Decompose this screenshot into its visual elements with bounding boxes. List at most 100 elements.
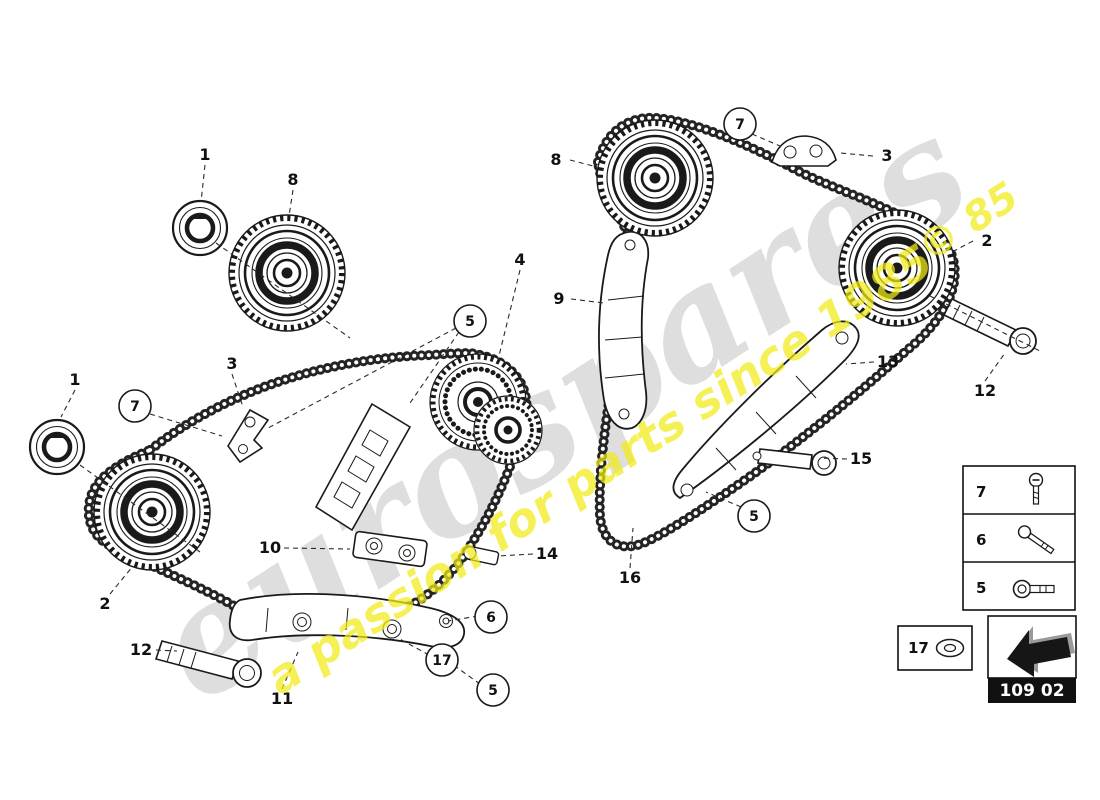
callouts-layer: 7 5 7 5 6 17 5 bbox=[118, 107, 771, 707]
part-label-9[interactable]: 9 bbox=[553, 289, 564, 308]
part-label-11[interactable]: 11 bbox=[271, 689, 293, 708]
direction-arrow-icon bbox=[1007, 630, 1071, 677]
callout-7-top[interactable]: 7 bbox=[723, 107, 757, 141]
guide-rail-11 bbox=[228, 593, 465, 649]
part-label-3-left[interactable]: 3 bbox=[226, 354, 237, 373]
part-label-8-topleft[interactable]: 8 bbox=[287, 170, 298, 189]
direction-arrow-box: 109 02 bbox=[987, 615, 1077, 703]
callout-number: 7 bbox=[735, 117, 745, 133]
callout-circle bbox=[737, 499, 771, 533]
bolt-thread bbox=[166, 645, 173, 663]
part-label-14[interactable]: 14 bbox=[536, 544, 558, 563]
callout-5-right[interactable]: 5 bbox=[737, 499, 771, 533]
blade-slot bbox=[347, 455, 375, 483]
callout-number: 5 bbox=[465, 314, 475, 330]
leader-line bbox=[60, 389, 76, 418]
sprocket-center bbox=[503, 425, 513, 435]
shoulder-bolt-icon bbox=[1012, 579, 1055, 599]
part-label-13[interactable]: 13 bbox=[877, 352, 899, 371]
leader-line bbox=[949, 240, 974, 254]
callout-7-left[interactable]: 7 bbox=[118, 389, 152, 423]
callout-circle bbox=[476, 673, 510, 707]
guide-rail-9-body bbox=[598, 230, 650, 430]
guide-rail-9 bbox=[598, 230, 650, 430]
leader-line bbox=[570, 298, 605, 304]
leader-line bbox=[569, 159, 598, 168]
rail-hole bbox=[835, 331, 849, 345]
legend-number: 5 bbox=[976, 579, 986, 597]
legend-washer-box[interactable]: 17 bbox=[897, 625, 973, 671]
rail-rib bbox=[795, 375, 817, 399]
leader-line bbox=[283, 547, 351, 550]
part-label-16[interactable]: 16 bbox=[619, 568, 641, 587]
diagram-code-badge bbox=[988, 678, 1076, 703]
leader-line bbox=[397, 637, 430, 656]
leader-line bbox=[281, 651, 299, 690]
bolt-thread bbox=[190, 651, 197, 669]
part-label-3-top[interactable]: 3 bbox=[881, 146, 892, 165]
callout-number: 17 bbox=[432, 653, 451, 669]
leader-line bbox=[839, 152, 874, 157]
bracket-hole bbox=[783, 145, 797, 159]
guide-rail-13 bbox=[672, 320, 860, 500]
guide-rail-13-body bbox=[672, 320, 860, 500]
callout-number: 7 bbox=[130, 399, 140, 415]
callout-number: 5 bbox=[488, 683, 498, 699]
part-label-12-left[interactable]: 12 bbox=[130, 640, 152, 659]
bolt-thread bbox=[964, 310, 973, 326]
legend-row-6[interactable]: 6 bbox=[976, 524, 1056, 557]
leader-line bbox=[149, 413, 223, 437]
legend-number: 7 bbox=[976, 483, 986, 501]
rail-rib bbox=[715, 447, 737, 471]
camshaft-adjuster-2-left bbox=[94, 454, 210, 570]
piece-14-roller bbox=[463, 546, 477, 560]
washer-hole bbox=[943, 643, 957, 653]
leader-line bbox=[231, 373, 244, 408]
bracket-hole bbox=[238, 444, 248, 454]
callout-17[interactable]: 17 bbox=[425, 643, 459, 677]
bolt-icon bbox=[1017, 525, 1055, 555]
part-label-8-top[interactable]: 8 bbox=[550, 150, 561, 169]
legend-row-5[interactable]: 5 bbox=[976, 579, 1055, 599]
leader-line bbox=[288, 189, 294, 217]
legend-row-7[interactable]: 7 bbox=[976, 472, 1044, 505]
callout-number: 6 bbox=[486, 610, 496, 626]
tensioner-roller bbox=[370, 542, 378, 550]
leader-line bbox=[407, 331, 460, 407]
callout-number: 5 bbox=[749, 509, 759, 525]
callout-circle bbox=[118, 389, 152, 423]
leader-line bbox=[984, 352, 1006, 382]
part-label-12-right[interactable]: 12 bbox=[974, 381, 996, 400]
labels-layer: 1 8 1 3 2 12 8 3 2 12 13 15 16 4 9 10 14… bbox=[69, 145, 996, 708]
part-label-1-topleft[interactable]: 1 bbox=[199, 145, 210, 164]
bearing-1-top-left bbox=[173, 201, 227, 255]
leader-line bbox=[819, 457, 848, 460]
part-label-2-left[interactable]: 2 bbox=[99, 594, 110, 613]
tensioner-blade bbox=[314, 402, 412, 532]
rail-rib bbox=[604, 336, 643, 341]
part-label-2-right[interactable]: 2 bbox=[981, 231, 992, 250]
callout-6[interactable]: 6 bbox=[474, 600, 508, 634]
tensioner-piece-14 bbox=[463, 545, 500, 566]
bolt-head bbox=[817, 456, 831, 470]
sprocket-teeth bbox=[474, 396, 542, 464]
tensioner-bolt-15 bbox=[752, 448, 837, 476]
leader-lines bbox=[60, 133, 1043, 690]
rail-rib bbox=[755, 411, 777, 435]
rail-rib bbox=[265, 607, 269, 633]
leader-line bbox=[629, 527, 634, 569]
bolt-thread bbox=[952, 304, 961, 320]
part-label-10[interactable]: 10 bbox=[259, 538, 281, 557]
part-label-4[interactable]: 4 bbox=[514, 250, 525, 269]
leader-line bbox=[845, 361, 875, 365]
camshaft-adjuster-8-top bbox=[597, 120, 713, 236]
callout-5-center[interactable]: 5 bbox=[453, 304, 487, 338]
chain-tensioner-10 bbox=[352, 530, 428, 568]
leader-line bbox=[79, 464, 201, 553]
part-label-15[interactable]: 15 bbox=[850, 449, 872, 468]
callout-5-bottom[interactable]: 5 bbox=[476, 673, 510, 707]
bolt-head bbox=[1015, 333, 1031, 349]
part-label-1-left[interactable]: 1 bbox=[69, 370, 80, 389]
